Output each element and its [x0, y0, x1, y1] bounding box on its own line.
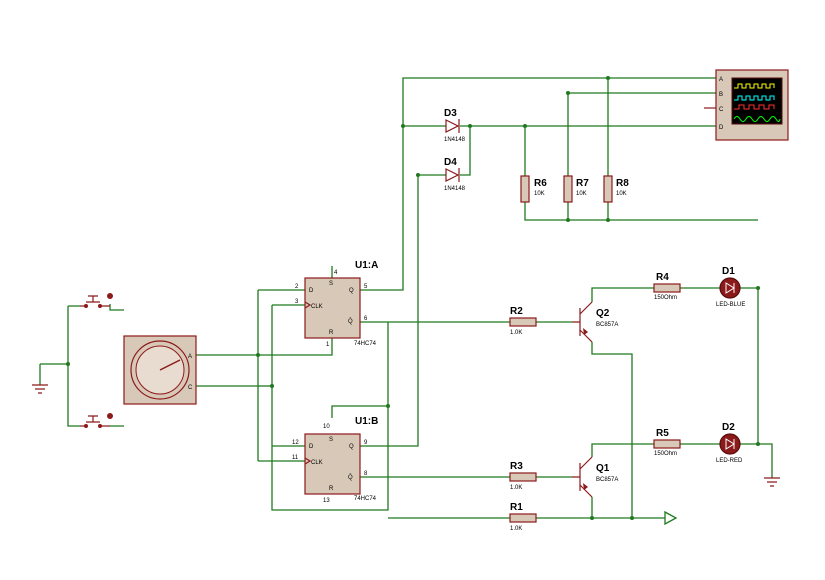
d4-ref: D4	[444, 157, 457, 168]
d2-value: LED-RED	[716, 458, 743, 464]
scope-ch-d: D	[719, 125, 724, 131]
r7-ref: R7	[576, 178, 589, 189]
r3-value: 1.0K	[510, 485, 522, 491]
r4-ref: R4	[656, 272, 669, 283]
scope-ch-c: C	[719, 107, 724, 113]
pin-number: 11	[292, 455, 299, 461]
u1a-ref: U1:A	[355, 260, 378, 271]
flip-flop-u1b[interactable]: D CLK S R Q Q̄ 12 11 10 13 9 8 U1:B 74HC…	[292, 416, 378, 504]
resistor-r8[interactable]: R8 10K	[603, 175, 629, 203]
q2-ref: Q2	[596, 308, 610, 319]
r6-ref: R6	[534, 178, 547, 189]
pin-number: 2	[295, 284, 299, 290]
pin-r: R	[329, 330, 334, 336]
pin-d: D	[309, 444, 314, 450]
led-d2[interactable]: D2 LED-RED	[716, 422, 743, 464]
resistor-r4[interactable]: R4 150Ohm	[653, 272, 681, 301]
resistor-r6[interactable]: R6 10K	[520, 175, 547, 203]
pin-number: 6	[364, 316, 368, 322]
transistor-q1[interactable]: Q1 BC857A	[572, 456, 618, 498]
q1-value: BC857A	[596, 477, 618, 483]
rotary-encoder[interactable]: A C	[123, 335, 197, 405]
pin-clk: CLK	[311, 304, 323, 310]
resistor-r1[interactable]: R1 1.0K	[509, 502, 537, 532]
wires	[39, 77, 773, 519]
r5-value: 150Ohm	[654, 451, 677, 457]
transistor-q2[interactable]: Q2 BC857A	[572, 301, 618, 343]
pin-number: 10	[323, 424, 330, 430]
u1b-ref: U1:B	[355, 416, 378, 427]
u1a-value: 74HC74	[354, 341, 377, 347]
pin-q: Q	[349, 288, 354, 294]
q2-value: BC857A	[596, 322, 618, 328]
r2-value: 1.0K	[510, 330, 522, 336]
pin-s: S	[329, 437, 333, 443]
encoder-pin-a: A	[188, 354, 192, 360]
junctions	[66, 76, 760, 520]
r6-value: 10K	[534, 191, 545, 197]
u1b-value: 74HC74	[354, 496, 377, 502]
output-terminal	[664, 510, 678, 526]
oscilloscope[interactable]: A B C D	[704, 69, 789, 141]
pin-number: 3	[295, 299, 299, 305]
led-d1[interactable]: D1 LED-BLUE	[716, 266, 745, 308]
r2-ref: R2	[510, 306, 523, 317]
diode-d4[interactable]: D4 1N4148	[444, 157, 466, 192]
push-button[interactable]	[80, 293, 113, 308]
pin-r: R	[329, 486, 334, 492]
pin-number: 9	[364, 440, 368, 446]
pin-d: D	[309, 288, 314, 294]
pin-s: S	[329, 281, 333, 287]
resistor-r5[interactable]: R5 150Ohm	[653, 428, 681, 457]
r7-value: 10K	[576, 191, 587, 197]
pin-number: 8	[364, 471, 368, 477]
resistor-r3[interactable]: R3 1.0K	[509, 461, 537, 491]
pin-number: 12	[292, 440, 299, 446]
pin-number: 1	[326, 342, 330, 348]
r8-value: 10K	[616, 191, 627, 197]
d1-ref: D1	[722, 266, 735, 277]
r5-ref: R5	[656, 428, 669, 439]
r3-ref: R3	[510, 461, 523, 472]
d3-value: 1N4148	[444, 137, 466, 143]
d3-ref: D3	[444, 108, 457, 119]
pin-number: 13	[323, 498, 330, 504]
d2-ref: D2	[722, 422, 735, 433]
q1-ref: Q1	[596, 463, 610, 474]
pin-q: Q	[349, 444, 354, 450]
scope-ch-b: B	[719, 92, 723, 98]
scope-ch-a: A	[719, 77, 723, 83]
encoder-pin-c: C	[188, 385, 193, 391]
pin-qn: Q̄	[348, 318, 353, 325]
diode-d3[interactable]: D3 1N4148	[444, 108, 466, 143]
pin-clk: CLK	[311, 460, 323, 466]
r1-value: 1.0K	[510, 526, 522, 532]
resistor-r2[interactable]: R2 1.0K	[509, 306, 537, 336]
d4-value: 1N4148	[444, 186, 466, 192]
pin-number: 4	[334, 270, 338, 276]
flip-flop-u1a[interactable]: D CLK S R Q Q̄ 2 3 4 1 5 6 U1:A 74HC74	[295, 260, 378, 348]
resistor-r7[interactable]: R7 10K	[563, 175, 589, 203]
pin-number: 5	[364, 284, 368, 290]
pin-qn: Q̄	[348, 474, 353, 481]
ground-symbol	[32, 384, 48, 394]
r8-ref: R8	[616, 178, 629, 189]
d1-value: LED-BLUE	[716, 302, 745, 308]
push-button[interactable]	[80, 413, 113, 428]
ground-symbol	[764, 477, 780, 487]
r1-ref: R1	[510, 502, 523, 513]
r4-value: 150Ohm	[654, 295, 677, 301]
